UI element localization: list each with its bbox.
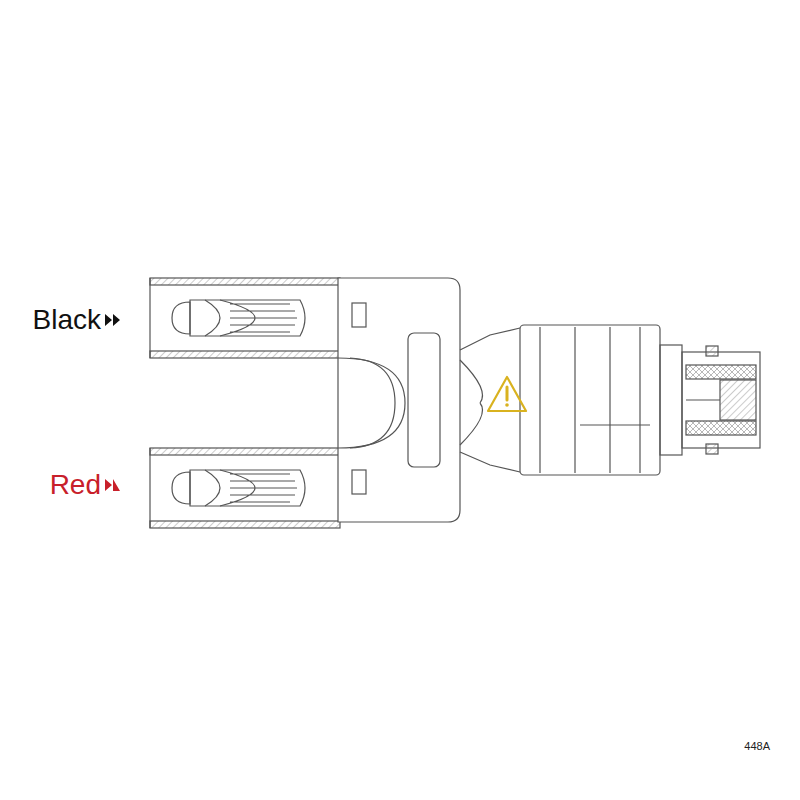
part-number: 448A	[744, 741, 770, 752]
wire-color-label: Red	[50, 471, 101, 499]
arrow-mark	[105, 314, 120, 491]
wire-color-label: Black	[33, 306, 101, 334]
warning-symbol	[488, 377, 526, 411]
